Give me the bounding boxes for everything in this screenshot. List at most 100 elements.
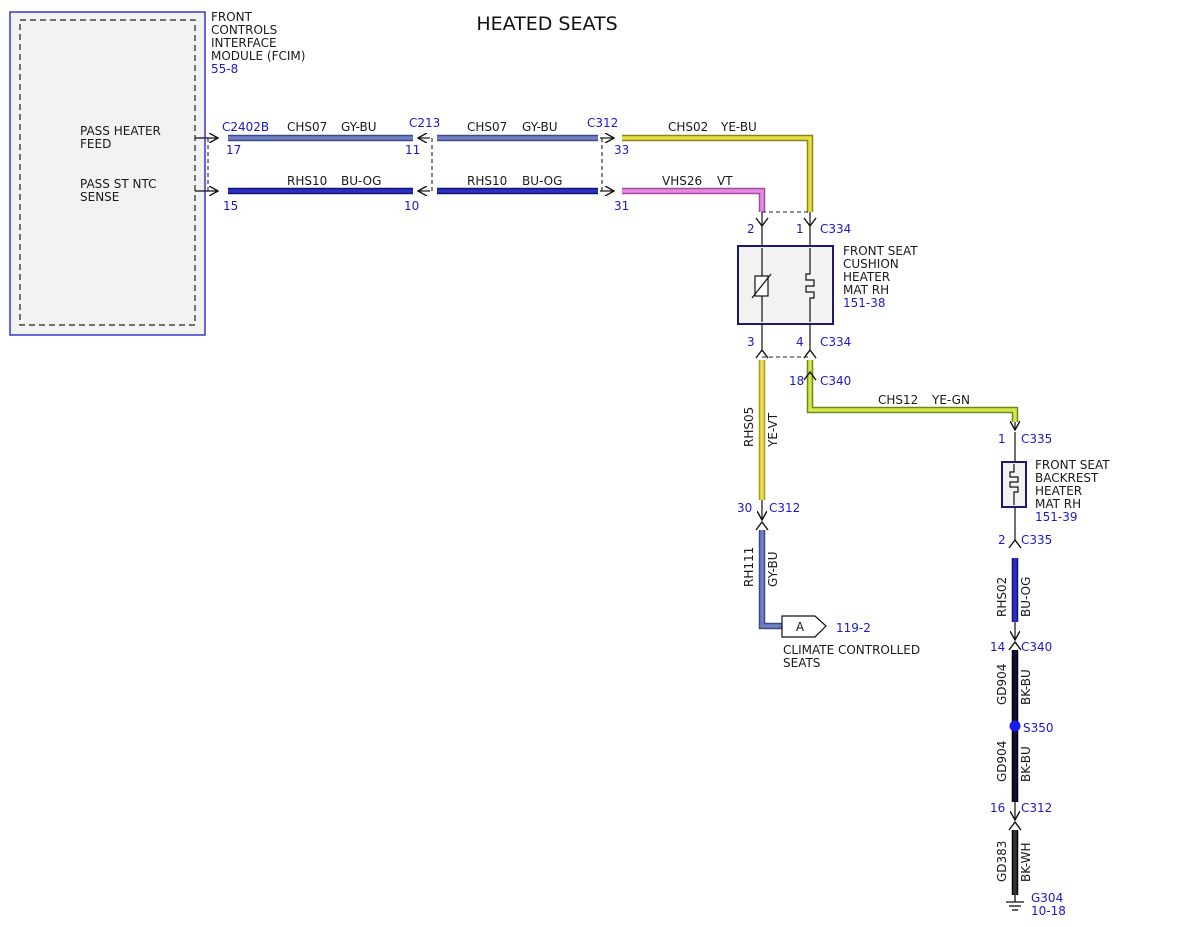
arrow-c312-pin30-up: [755, 520, 769, 531]
color-chs07-b: GY-BU: [522, 120, 558, 134]
color-gd904-a: BK-BU: [1019, 669, 1033, 705]
connector-c213: C213: [409, 116, 440, 130]
backrest-name-line-2: BACKREST: [1035, 471, 1099, 485]
color-gd904-b: BK-BU: [1019, 746, 1033, 782]
diagram-title: HEATED SEATS: [476, 13, 617, 35]
pin-11: 11: [405, 143, 420, 157]
connector-labels: C2402B C213 C312 C334 C334 C340 C335 C31…: [222, 116, 1066, 918]
arrow-c334-pin2: [755, 217, 769, 228]
color-chs02: YE-BU: [720, 120, 757, 134]
wire-chs12: [808, 360, 1017, 422]
pin-c312-16: 16: [990, 801, 1005, 815]
color-rhs10-b: BU-OG: [522, 174, 562, 188]
fcim-module: FRONT CONTROLS INTERFACE MODULE (FCIM) 5…: [9, 10, 305, 336]
connector-c335-top: C335: [1021, 432, 1052, 446]
color-vhs26: VT: [717, 174, 733, 188]
offpage-flag-icon: [781, 615, 827, 638]
circuit-chs07-a: CHS07: [287, 120, 327, 134]
up-arrows: [755, 348, 1022, 831]
connector-c335-bottom: C335: [1021, 533, 1052, 547]
connector-c334-top: C334: [820, 222, 851, 236]
pin-c334-3: 3: [747, 335, 755, 349]
pin-31: 31: [614, 199, 629, 213]
wire-chs12-outline: [806, 360, 1019, 422]
color-rh111: GY-BU: [766, 551, 780, 587]
backrest-name-line-4: MAT RH: [1035, 497, 1081, 511]
fcim-pin-label-feed-1: PASS HEATER: [80, 124, 161, 138]
connector-c340-top: C340: [820, 374, 851, 388]
cushion-name-line-3: HEATER: [843, 270, 890, 284]
down-arrows: [755, 217, 817, 228]
cushion-heater-mat: FRONT SEAT CUSHION HEATER MAT RH 151-38: [737, 244, 918, 325]
arrow-c335-pin2: [1008, 538, 1022, 549]
pin-10: 10: [404, 199, 419, 213]
color-gd383: BK-WH: [1019, 842, 1033, 882]
circuit-gd904-b: GD904: [995, 741, 1009, 782]
offpage-connector-a: A 119-2 CLIMATE CONTROLLED SEATS: [781, 615, 920, 670]
offpage-desc-line-2: SEATS: [783, 656, 820, 670]
circuit-gd383: GD383: [995, 841, 1009, 882]
circuit-labels-vertical: RHS05 YE-VT RH111 GY-BU RHS02 BU-OG GD90…: [742, 407, 1033, 882]
fcim-name-line-2: CONTROLS: [211, 23, 277, 37]
connector-c312-bottom: C312: [1021, 801, 1052, 815]
offpage-letter: A: [796, 620, 805, 634]
wire-chs02-outline: [622, 134, 814, 212]
heater-element-icon: [805, 248, 815, 322]
thermistor-slash-icon: [751, 273, 772, 299]
arrow-c334-pin3: [755, 348, 769, 359]
arrow-c312-pin16-up: [1008, 820, 1022, 831]
pin-c334-4: 4: [796, 335, 804, 349]
connector-c334-bottom: C334: [820, 335, 851, 349]
wires: [228, 134, 1019, 895]
thin-leads: [195, 138, 1015, 820]
fcim-name-line-1: FRONT: [211, 10, 253, 24]
backrest-ref: 151-39: [1035, 510, 1078, 524]
pin-17: 17: [226, 143, 241, 157]
circuit-gd904-a: GD904: [995, 664, 1009, 705]
circuit-rhs05: RHS05: [742, 407, 756, 447]
circuit-rhs10-a: RHS10: [287, 174, 327, 188]
fcim-ref: 55-8: [211, 62, 238, 76]
pin-c340-14: 14: [990, 640, 1005, 654]
pin-33: 33: [614, 143, 629, 157]
fcim-pin-label-feed-2: FEED: [80, 137, 111, 151]
cushion-name-line-4: MAT RH: [843, 283, 889, 297]
connector-c312-top: C312: [587, 116, 618, 130]
arrow-c334-pin4: [803, 348, 817, 359]
pin-c335-2: 2: [998, 533, 1006, 547]
color-rhs05: YE-VT: [766, 412, 780, 448]
fcim-pin-label-ntc-1: PASS ST NTC: [80, 177, 156, 191]
circuit-rhs10-b: RHS10: [467, 174, 507, 188]
color-rhs10-a: BU-OG: [341, 174, 381, 188]
splice-s350-label: S350: [1023, 721, 1054, 735]
cushion-heater-box: [737, 245, 834, 325]
offpage-ref: 119-2: [836, 621, 871, 635]
ground-symbol-icon: [1006, 895, 1024, 911]
fcim-pin-label-ntc-2: SENSE: [80, 190, 119, 204]
connector-dashes: [207, 138, 810, 358]
connector-c340-bottom: C340: [1021, 640, 1052, 654]
circuit-vhs26: VHS26: [662, 174, 702, 188]
arrow-c334-pin1: [803, 217, 817, 228]
connector-c2402b: C2402B: [222, 120, 269, 134]
backrest-heater-mat: FRONT SEAT BACKREST HEATER MAT RH 151-39: [1001, 458, 1110, 524]
pin-c340-18: 18: [789, 374, 804, 388]
backrest-name-line-1: FRONT SEAT: [1035, 458, 1110, 472]
splice-s350-dot: [1009, 720, 1021, 732]
pin-c312-30: 30: [737, 501, 752, 515]
circuit-labels-horizontal: CHS07 GY-BU CHS07 GY-BU CHS02 YE-BU RHS1…: [287, 120, 970, 407]
backrest-element-icon: [1009, 464, 1019, 505]
fcim-module-frame: [9, 11, 206, 336]
color-chs07-a: GY-BU: [341, 120, 377, 134]
offpage-desc-line-1: CLIMATE CONTROLLED: [783, 643, 920, 657]
pin-15: 15: [223, 199, 238, 213]
wire-vhs26: [622, 189, 764, 212]
pin-c335-1: 1: [998, 432, 1006, 446]
cushion-name-line-1: FRONT SEAT: [843, 244, 918, 258]
circuit-chs07-b: CHS07: [467, 120, 507, 134]
fcim-name-line-4: MODULE (FCIM): [211, 49, 305, 63]
circuit-rh111: RH111: [742, 547, 756, 587]
pin-numbers: 17 11 33 15 10 31 2 1 3 4 18 1 30 2 14 1…: [223, 143, 1006, 815]
cushion-ref: 151-38: [843, 296, 886, 310]
